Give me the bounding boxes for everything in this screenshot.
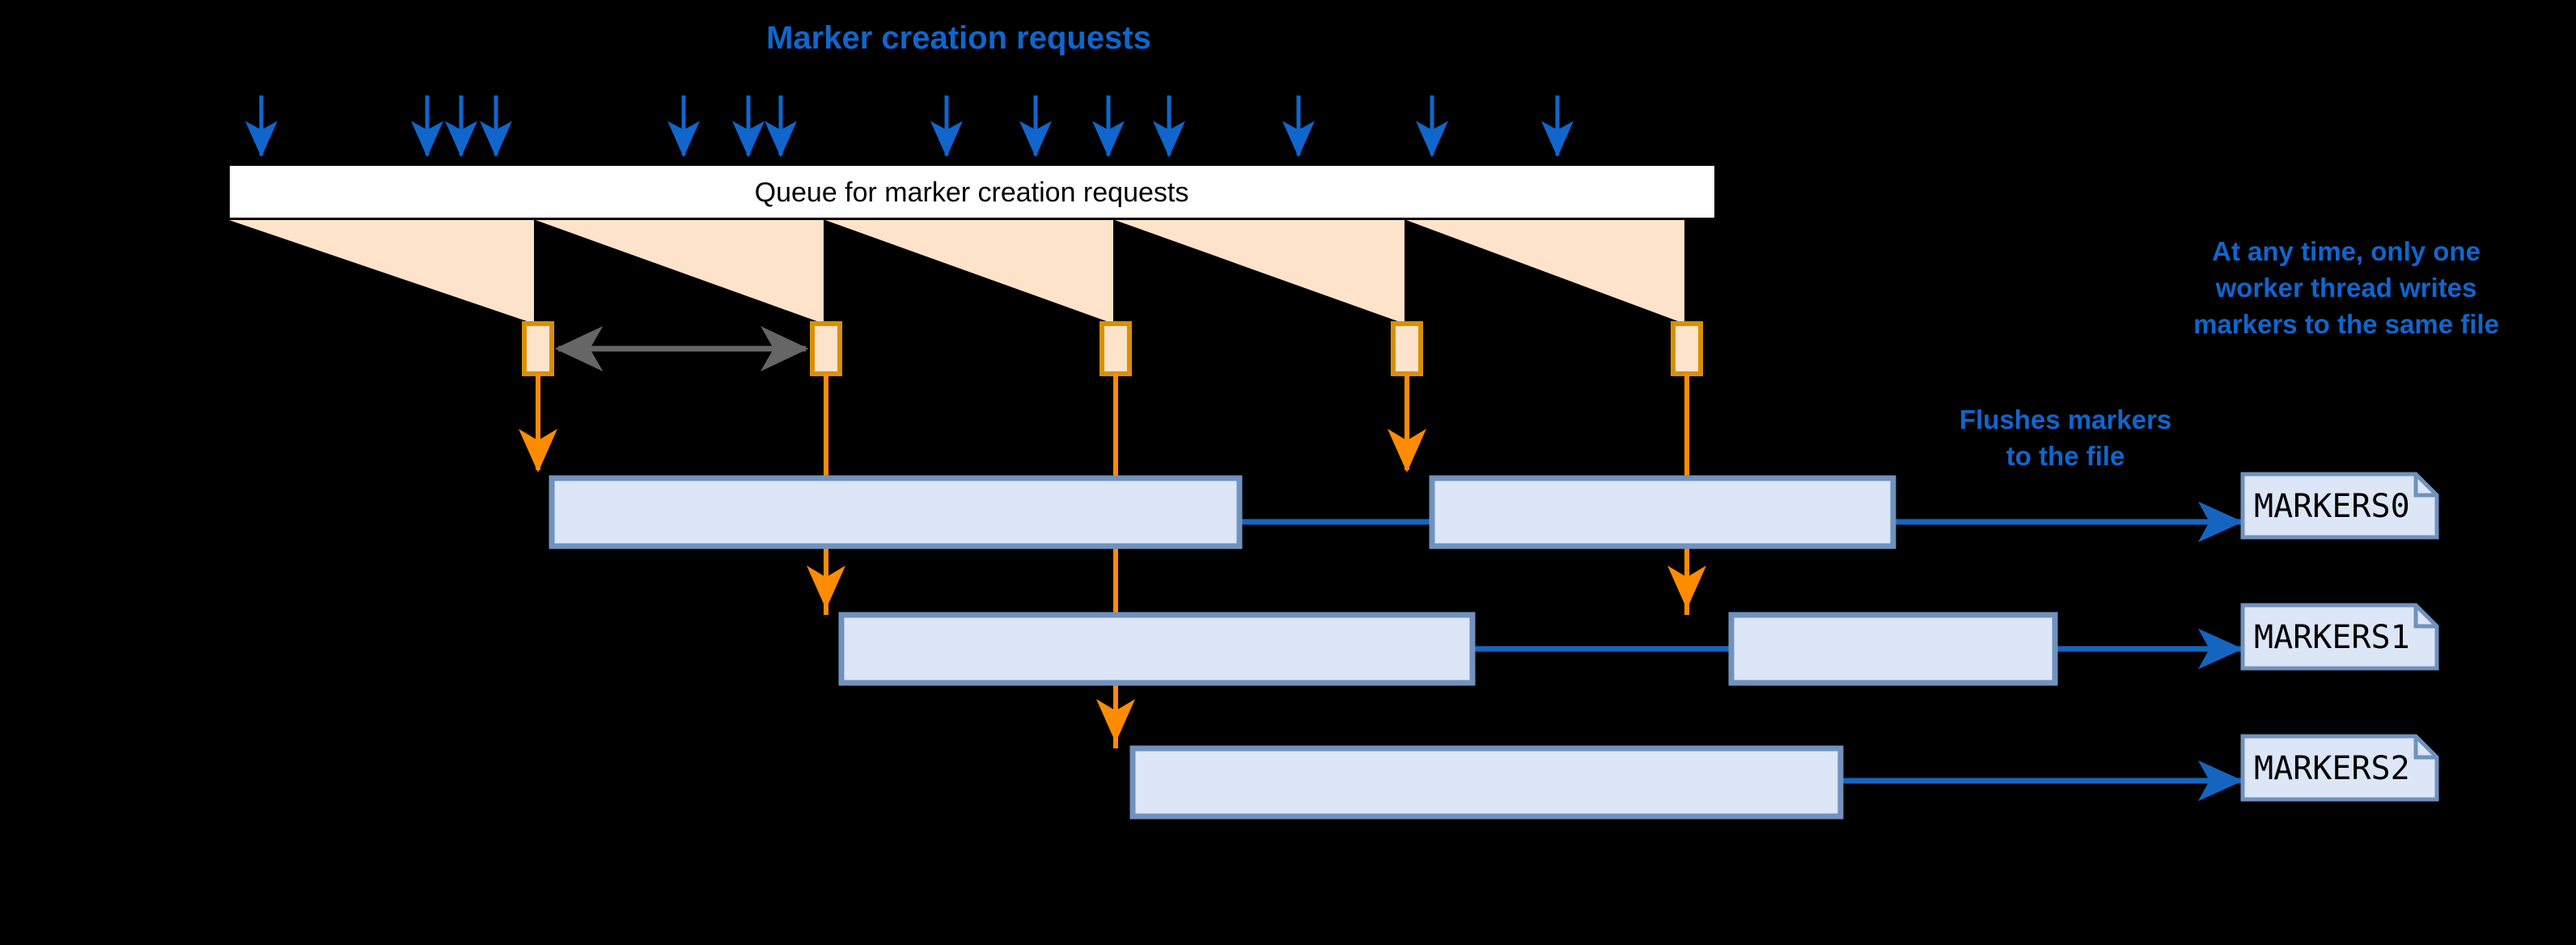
dispatch-box-group	[522, 321, 1703, 376]
marker-file-fold-2	[2413, 736, 2437, 760]
queue-rect	[228, 164, 1716, 219]
batch-triangle-group	[229, 220, 1684, 324]
concurrency-note-line-2: worker thread writes	[2215, 273, 2477, 303]
dispatch-box-4[interactable]	[1671, 321, 1703, 376]
marker-file-shape-0	[2240, 472, 2439, 540]
dispatch-box-0[interactable]	[522, 321, 554, 376]
marker-file-0[interactable]: MARKERS0	[2240, 472, 2439, 540]
concurrency-note-line-1: At any time, only one	[2212, 236, 2481, 266]
worker-bar-2-0[interactable]	[1129, 745, 1844, 820]
flush-note-line-2: to the file	[2006, 441, 2125, 471]
batch-triangle-0	[229, 220, 534, 324]
flush-note-line-1: Flushes markers	[1960, 405, 2171, 434]
orange-thread-group	[519, 374, 1706, 748]
dispatch-box-3[interactable]	[1391, 321, 1423, 376]
batch-triangle-3	[1115, 220, 1405, 324]
marker-file-1[interactable]: MARKERS1	[2240, 603, 2439, 671]
concurrency-note: At any time, only one worker thread writ…	[2193, 236, 2499, 339]
request-arrow-group	[245, 95, 1574, 158]
dispatch-box-2[interactable]	[1099, 321, 1132, 376]
dispatch-box-1[interactable]	[810, 321, 842, 376]
worker-bar-0-1[interactable]	[1429, 475, 1896, 549]
worker-bar-0-0[interactable]	[549, 475, 1243, 549]
marker-file-fold-0	[2413, 474, 2437, 498]
marker-creation-requests-label: Marker creation requests	[766, 20, 1151, 56]
worker-bar-1-0[interactable]	[838, 612, 1476, 686]
marker-file-shape-1	[2240, 603, 2439, 671]
batch-triangle-2	[825, 220, 1113, 324]
flush-note: Flushes markers to the file	[1960, 405, 2171, 471]
marker-file-2[interactable]: MARKERS2	[2240, 734, 2439, 802]
marker-file-fold-1	[2413, 605, 2437, 629]
worker-row-group	[549, 475, 2243, 820]
marker-file-shape-2	[2240, 734, 2439, 802]
marker-file-label-0: MARKERS0	[2254, 488, 2410, 525]
worker-bar-1-1[interactable]	[1728, 612, 2058, 686]
batch-triangle-4	[1406, 220, 1684, 324]
marker-file-label-2: MARKERS2	[2254, 750, 2410, 787]
batch-triangle-1	[536, 220, 824, 324]
queue-label: Queue for marker creation requests	[755, 177, 1189, 208]
request-queue[interactable]: Queue for marker creation requests	[228, 164, 1716, 219]
concurrency-note-line-3: markers to the same file	[2193, 309, 2499, 339]
marker-file-label-1: MARKERS1	[2254, 619, 2410, 656]
